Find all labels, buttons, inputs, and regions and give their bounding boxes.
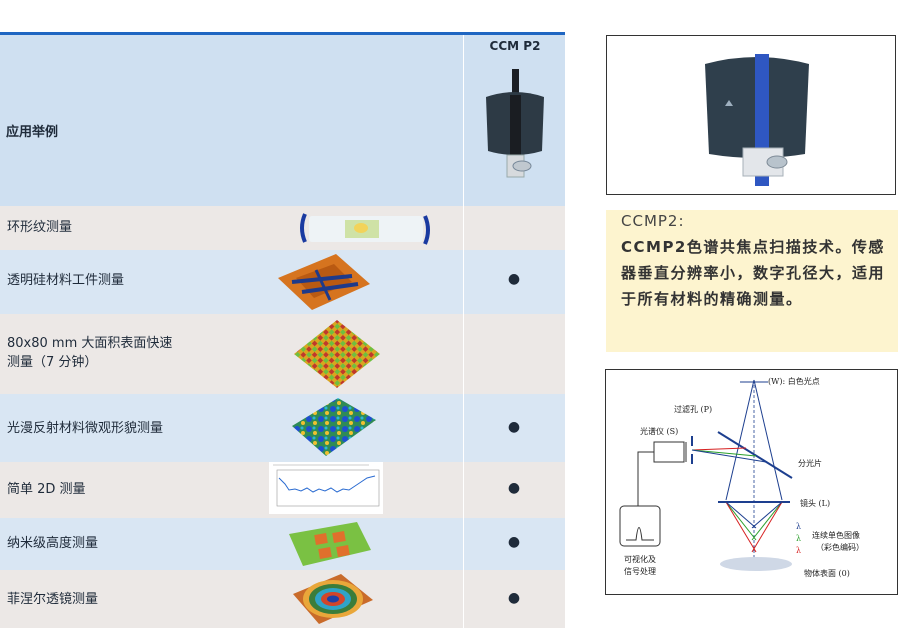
- product-name: CCM P2: [489, 39, 541, 53]
- fresnel-lens-thumbnail: [293, 574, 373, 624]
- note-title: CCMP2:: [621, 212, 685, 230]
- confocal-principle-diagram: (W): 白色光点 过滤孔 (P) 光谱仪 (S) 分光片 镜头 (L) λ λ…: [605, 369, 898, 595]
- row-name: 纳米级高度测量: [7, 536, 99, 551]
- table-row: 纳米级高度测量 ●: [0, 518, 565, 570]
- support-dot: ●: [507, 590, 521, 606]
- row-name: 80x80 mm 大面积表面快速 测量（7 分钟）: [7, 336, 173, 370]
- table-row: 简单 2D 测量 ●: [0, 462, 565, 518]
- support-dot: ●: [507, 480, 521, 496]
- ccmp2-description: CCMP2: CCMP2色谱共焦点扫描技术。传感器垂直分辨率小，数字孔径大，适用…: [606, 210, 898, 352]
- silicon-part-thumbnail: [278, 254, 370, 310]
- row-name: 透明硅材料工件测量: [7, 273, 125, 288]
- row-name: 光漫反射材料微观形貌测量: [7, 421, 164, 436]
- label-lambda-1: λ: [796, 522, 802, 531]
- ring-fringe-thumbnail: [300, 213, 430, 245]
- label-white-point: (W): 白色光点: [768, 377, 820, 386]
- label-pinhole: 过滤孔 (P): [674, 405, 713, 414]
- row-name: 简单 2D 测量: [7, 482, 86, 497]
- nano-height-thumbnail: [289, 522, 371, 566]
- table-top-rule: [0, 32, 565, 35]
- diffuse-surface-thumbnail: [292, 398, 376, 456]
- label-visualize: 可视化及: [624, 555, 656, 564]
- label-lambda-2: λ: [796, 534, 802, 543]
- label-object: 物体表面 (0): [804, 569, 850, 578]
- table-row: 环形纹测量: [0, 206, 565, 250]
- product-column-header: CCM P2: [463, 35, 566, 206]
- row-name: 菲涅尔透镜测量: [7, 592, 99, 607]
- sensor-photo: [606, 35, 896, 195]
- table-row: 光漫反射材料微观形貌测量 ●: [0, 394, 565, 462]
- label-beamsplitter: 分光片: [798, 459, 822, 468]
- large-area-surface-thumbnail: [294, 320, 380, 388]
- table-row: 80x80 mm 大面积表面快速 测量（7 分钟）: [0, 314, 565, 394]
- table-row: 菲涅尔透镜测量 ●: [0, 570, 565, 628]
- label-lambda-3: λ: [796, 546, 802, 555]
- table-row: 透明硅材料工件测量 ●: [0, 250, 565, 314]
- table-header: 应用举例 CCM P2: [0, 35, 565, 206]
- label-mono-images: 连续单色图像: [812, 531, 860, 540]
- support-dot: ●: [507, 271, 521, 287]
- row-name: 环形纹测量: [7, 220, 73, 235]
- header-label: 应用举例: [6, 125, 59, 140]
- label-color-coding: （彩色编码）: [816, 543, 864, 552]
- label-signal: 信号处理: [624, 567, 656, 576]
- support-dot: ●: [507, 419, 521, 435]
- note-body: CCMP2色谱共焦点扫描技术。传感器垂直分辨率小，数字孔径大，适用于所有材料的精…: [621, 238, 886, 308]
- optics-diagram-drawing: [619, 379, 793, 571]
- 2d-profile-plot-thumbnail: [269, 462, 383, 514]
- ccmp2-sensor-image: [705, 54, 809, 186]
- support-dot: ●: [507, 534, 521, 550]
- label-spectrometer: 光谱仪 (S): [640, 427, 679, 436]
- label-lens: 镜头 (L): [800, 499, 831, 508]
- ccm-p2-product-image: [486, 69, 544, 178]
